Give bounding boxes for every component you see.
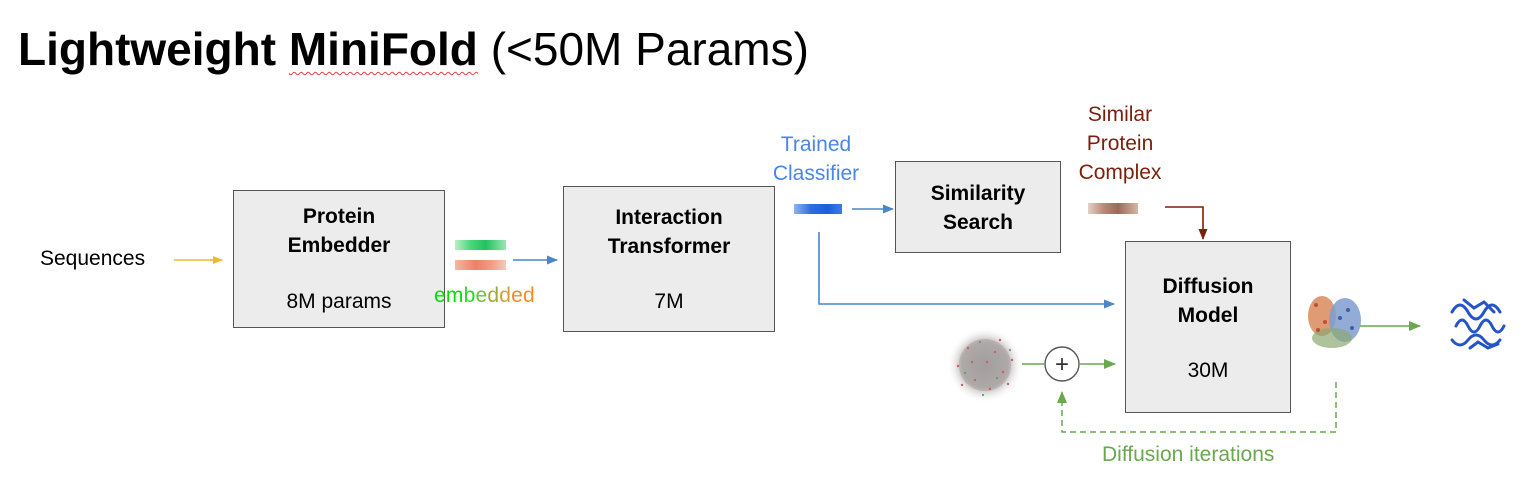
title-bold-2: MiniFold bbox=[288, 23, 478, 75]
noise-cloud-icon bbox=[947, 327, 1023, 403]
embedder-title-line2: Embedder bbox=[287, 234, 391, 257]
embedded-bar-green bbox=[455, 240, 506, 250]
final-structure-icon bbox=[1450, 298, 1506, 350]
embedder-title-line1: Protein bbox=[302, 205, 376, 228]
arrow-complex-to-diffusion bbox=[1165, 206, 1208, 240]
embedded-bar-orange bbox=[455, 260, 506, 270]
embedded-letter: d bbox=[523, 284, 535, 307]
embedded-letter: e bbox=[475, 284, 488, 307]
classifier-bar bbox=[794, 204, 842, 214]
embedded-letter: e bbox=[434, 284, 446, 307]
embedded-letter: m bbox=[445, 284, 464, 307]
transformer-title-line2: Transformer bbox=[607, 235, 731, 258]
complex-label-line1: Similar bbox=[1087, 103, 1153, 126]
plus-symbol: + bbox=[1055, 351, 1069, 378]
plus-circle bbox=[1044, 346, 1080, 382]
diffusion-iterations-label: Diffusion iterations bbox=[1102, 443, 1275, 466]
interaction-transformer-box: Interaction Transformer 7M bbox=[563, 186, 775, 332]
protein-embedder-box: Protein Embedder 8M params bbox=[233, 190, 445, 328]
diffusion-size: 30M bbox=[1187, 359, 1229, 382]
embedded-letter: d bbox=[499, 284, 512, 307]
complex-label-line3: Complex bbox=[1078, 161, 1162, 184]
classifier-label: Trained Classifier bbox=[762, 130, 870, 188]
embedded-letter: e bbox=[511, 284, 524, 307]
arrow-classifier-to-diffusion bbox=[818, 232, 1115, 309]
complex-label: Similar Protein Complex bbox=[1066, 100, 1174, 187]
transformer-title-line1: Interaction bbox=[615, 206, 723, 229]
similarity-title-line2: Search bbox=[942, 211, 1014, 234]
classifier-label-line2: Classifier bbox=[772, 162, 860, 185]
title-normal: (<50M Params) bbox=[490, 23, 809, 75]
classifier-label-line1: Trained bbox=[780, 133, 852, 156]
embedder-size: 8M params bbox=[286, 290, 392, 313]
embedded-letter: b bbox=[463, 284, 476, 307]
complex-label-line2: Protein bbox=[1086, 132, 1154, 155]
diffusion-title-line1: Diffusion bbox=[1162, 275, 1254, 298]
embedded-label: embedded bbox=[434, 281, 535, 310]
embedded-letter: d bbox=[487, 284, 500, 307]
predicted-structure-icon bbox=[1308, 296, 1361, 348]
page-title: Lightweight MiniFold (<50M Params) bbox=[18, 22, 809, 76]
title-bold-1: Lightweight bbox=[18, 23, 277, 75]
similarity-title-line1: Similarity bbox=[930, 182, 1026, 205]
transformer-size: 7M bbox=[654, 290, 684, 313]
diffusion-title-line2: Model bbox=[1177, 304, 1239, 327]
diffusion-model-box: Diffusion Model 30M bbox=[1125, 241, 1291, 413]
similarity-search-box: Similarity Search bbox=[895, 161, 1061, 253]
sequences-label: Sequences bbox=[40, 247, 146, 270]
diffusion-iterations-loop bbox=[1057, 382, 1337, 433]
complex-bar bbox=[1088, 203, 1138, 214]
